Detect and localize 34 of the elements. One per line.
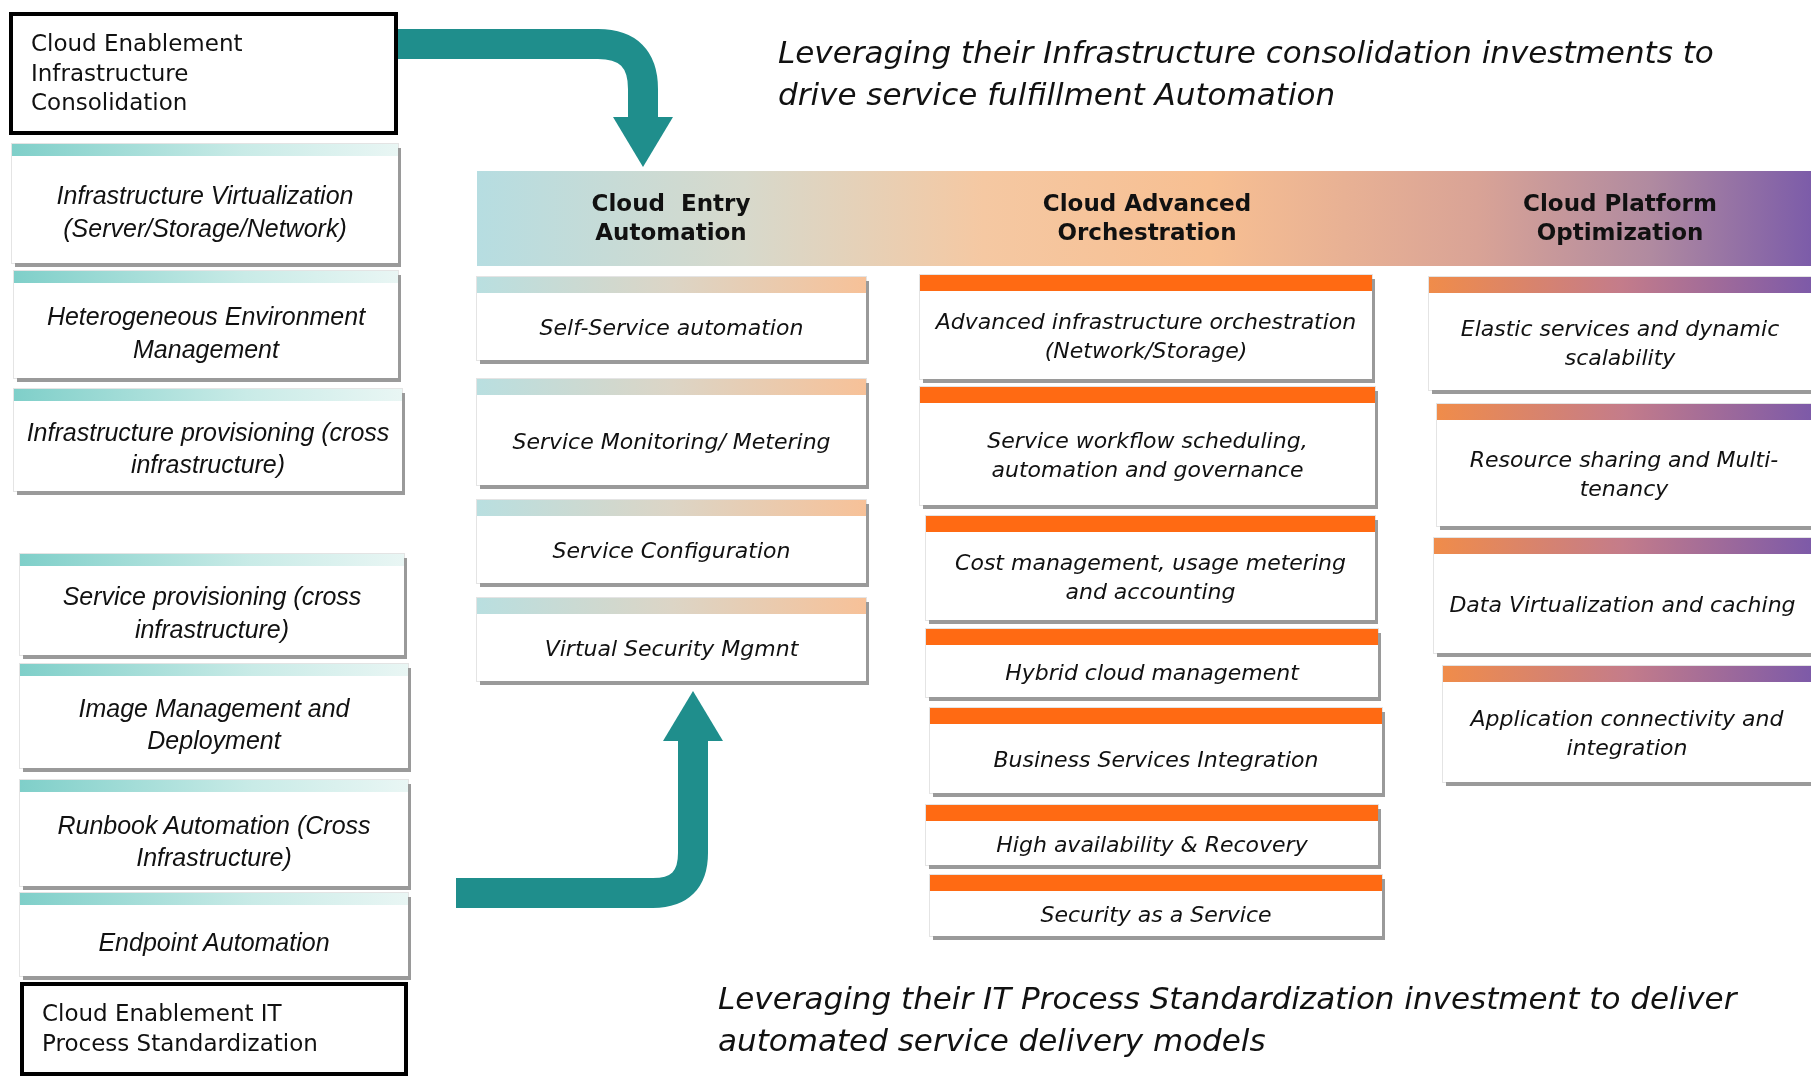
column-header: Cloud Platform Optimization [1522,188,1718,248]
box-label: Endpoint Automation [98,927,330,959]
box-label: Data Virtualization and caching [1449,591,1796,620]
framed-box [20,982,408,1076]
arrow [456,691,723,908]
header-band [477,171,1811,266]
box-label: Service provisioning (cross infrastructure) [61,581,363,645]
box-label: Infrastructure provisioning (cross infrastructure) [25,416,391,480]
box-label: Elastic services and dynamic scalability [1459,314,1781,372]
box-label: High availability & Recovery [996,830,1308,859]
box-label: Security as a Service [1040,901,1272,930]
box-label: Resource sharing and Multi-tenancy [1468,446,1780,503]
box-label: Service workflow scheduling, automation and governance [986,427,1309,484]
box-label: Virtual Security Mgmnt [544,635,799,664]
heading-text: Leveraging their Infrastructure consolidation investments to drive service fulfillment Automation [778,33,1715,114]
box-label: Advanced infrastructure orchestration (Network/Storage) [934,308,1358,365]
box-label: Cost management, usage metering and accounting [954,549,1347,606]
box-label: Infrastructure Virtualization (Server/Storage/Network) [55,180,355,244]
box-label: Hybrid cloud management [1005,658,1299,687]
box-label: Business Services Integration [993,746,1319,775]
box-label: Service Monitoring/ Metering [512,427,831,456]
box-label: Self-Service automation [539,314,804,343]
arrow [398,29,673,167]
heading-text: Leveraging their IT Process Standardization investment to deliver automated service delivery models [718,979,1739,1060]
column-header: Cloud Entry Automation [590,188,752,248]
box-label: Image Management and Deployment [77,692,351,756]
box-label: Runbook Automation (Cross Infrastructure) [56,809,372,873]
box-label: Application connectivity and integration [1468,705,1785,762]
box-label: Service Configuration [552,537,791,566]
box-label: Heterogeneous Environment Management [45,301,367,365]
column-header: Cloud Advanced Orchestration [1041,188,1253,248]
box-label: Cloud Enablement Infrastructure Consolidation [31,28,244,118]
framed-box [9,12,398,135]
box-label: Cloud Enablement IT Process Standardization [42,999,319,1058]
